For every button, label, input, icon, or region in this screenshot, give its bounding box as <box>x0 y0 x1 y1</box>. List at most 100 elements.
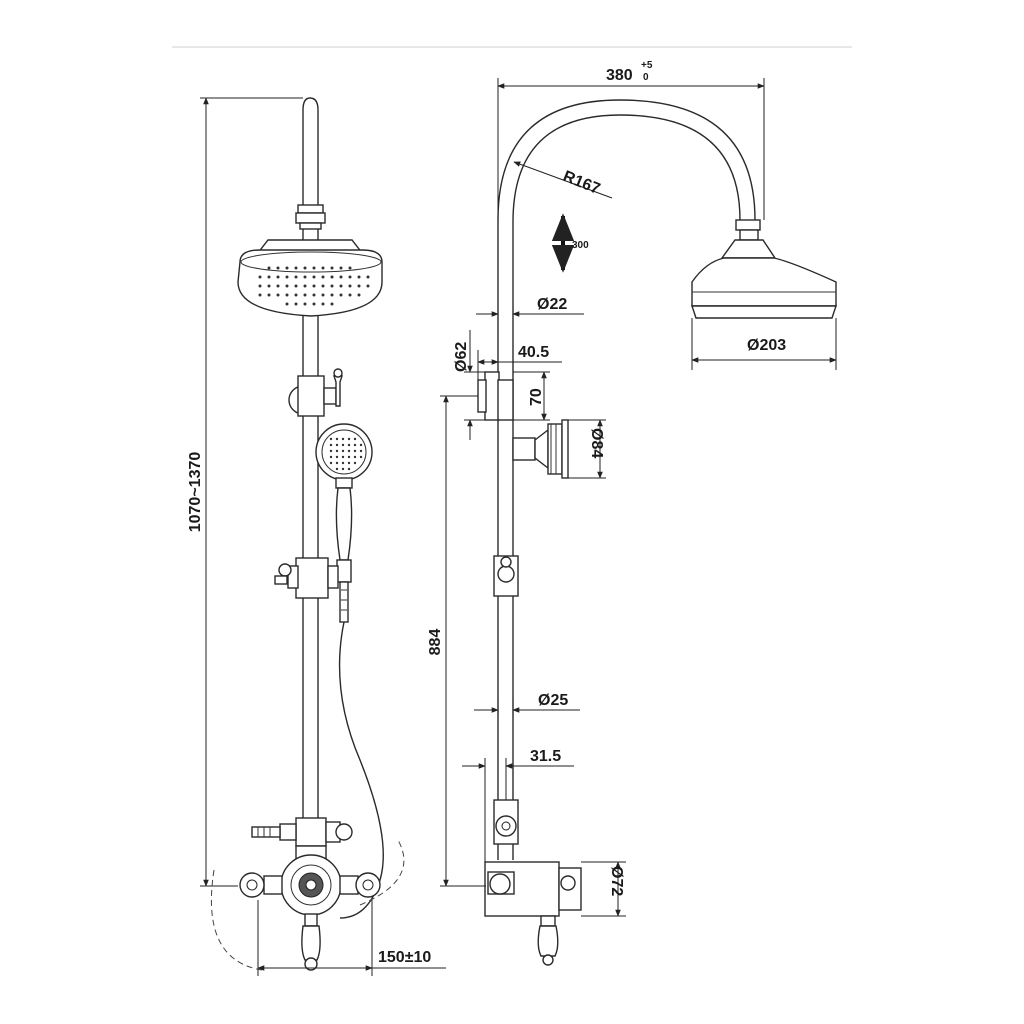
nozzle-dot <box>312 302 316 306</box>
nozzle-dot <box>347 455 351 459</box>
nozzle-dot <box>258 275 262 279</box>
nozzle-dot <box>339 284 343 288</box>
nozzle-dot <box>312 266 316 270</box>
nozzle-dot <box>294 266 298 270</box>
label-head-dia: Ø203 <box>747 337 786 354</box>
nozzle-dot <box>276 293 280 297</box>
nozzle-dot <box>339 266 343 270</box>
nozzle-dot <box>353 461 357 465</box>
nozzle-dot <box>258 284 262 288</box>
nozzle-dot <box>366 284 370 288</box>
nozzle-dot <box>321 284 325 288</box>
nozzle-dot <box>359 455 363 459</box>
nozzle-dot <box>330 275 334 279</box>
nozzle-dot <box>294 302 298 306</box>
nozzle-dot <box>294 293 298 297</box>
nozzle-dot <box>359 443 363 447</box>
nozzle-dot <box>321 302 325 306</box>
label-adjust: 300 <box>572 240 589 251</box>
dim-riser-dia: Ø25 <box>474 692 580 716</box>
label-width-top-tol-upper: +5 <box>641 60 653 71</box>
nozzle-dot <box>347 437 351 441</box>
nozzle-dot <box>353 449 357 453</box>
nozzle-dot <box>330 302 334 306</box>
nozzle-dot <box>258 293 262 297</box>
front-view <box>210 97 405 971</box>
nozzle-dot <box>321 293 325 297</box>
nozzle-dot <box>285 293 289 297</box>
dim-head-dia: Ø203 <box>691 318 837 370</box>
dim-hand-flange-dia: Ø84 <box>568 419 606 479</box>
nozzle-dot <box>312 293 316 297</box>
nozzle-dot <box>347 467 351 471</box>
side-view <box>477 99 837 966</box>
nozzle-dot <box>341 467 345 471</box>
nozzle-dot <box>357 293 361 297</box>
nozzle-dot <box>348 293 352 297</box>
nozzle-dot <box>347 461 351 465</box>
nozzle-dot <box>303 275 307 279</box>
dim-bracket-h: 70 <box>513 371 550 421</box>
nozzle-dot <box>303 302 307 306</box>
dim-offset-top: 40.5 <box>477 344 562 380</box>
nozzle-dot <box>335 437 339 441</box>
nozzle-dot <box>366 275 370 279</box>
dim-offset-bottom: 31.5 <box>462 748 574 862</box>
dim-riser-height: 884 <box>427 395 486 887</box>
label-centres: 150±10 <box>378 949 431 966</box>
nozzle-dot <box>303 284 307 288</box>
nozzle-dot <box>341 449 345 453</box>
nozzle-dot <box>335 461 339 465</box>
nozzle-dot <box>267 293 271 297</box>
nozzle-dot <box>312 275 316 279</box>
label-offset-bottom: 31.5 <box>530 748 561 765</box>
label-riser-height: 884 <box>427 629 444 656</box>
nozzle-dot <box>353 443 357 447</box>
nozzle-dot <box>276 284 280 288</box>
label-width-top-tol-lower: 0 <box>643 72 649 83</box>
nozzle-dot <box>359 449 363 453</box>
nozzle-dot <box>329 437 333 441</box>
nozzle-dot <box>348 284 352 288</box>
label-hand-flange-dia: Ø84 <box>588 428 605 458</box>
nozzle-dot <box>353 455 357 459</box>
label-arm-dia: Ø22 <box>537 296 567 313</box>
nozzle-dot <box>353 437 357 441</box>
nozzle-dot <box>267 275 271 279</box>
nozzle-dot <box>330 266 334 270</box>
nozzle-dot <box>294 275 298 279</box>
label-radius: R167 <box>561 168 603 198</box>
nozzle-dot <box>330 293 334 297</box>
nozzle-dot <box>303 266 307 270</box>
nozzle-dot <box>335 443 339 447</box>
nozzle-dot <box>341 437 345 441</box>
nozzle-dot <box>294 284 298 288</box>
dim-flange-dia: Ø62 <box>453 330 486 440</box>
dim-valve-dia: Ø72 <box>581 861 626 917</box>
nozzle-dot <box>341 443 345 447</box>
dim-radius: R167 <box>513 161 613 199</box>
dim-adjust: 300 <box>551 213 589 273</box>
nozzle-dot <box>312 284 316 288</box>
nozzle-dot <box>329 455 333 459</box>
nozzle-dot <box>329 449 333 453</box>
nozzle-dot <box>341 455 345 459</box>
front-head-nozzles <box>258 266 370 306</box>
nozzle-dot <box>276 266 280 270</box>
nozzle-dot <box>339 293 343 297</box>
nozzle-dot <box>348 275 352 279</box>
label-flange-dia: Ø62 <box>453 342 470 372</box>
nozzle-dot <box>276 275 280 279</box>
label-offset-top: 40.5 <box>518 344 549 361</box>
nozzle-dot <box>335 467 339 471</box>
label-bracket-h: 70 <box>528 388 545 406</box>
nozzle-dot <box>321 266 325 270</box>
nozzle-dot <box>335 455 339 459</box>
nozzle-dot <box>341 461 345 465</box>
nozzle-dot <box>329 443 333 447</box>
nozzle-dot <box>339 275 343 279</box>
nozzle-dot <box>348 266 352 270</box>
nozzle-dot <box>347 449 351 453</box>
label-valve-dia: Ø72 <box>608 866 625 896</box>
